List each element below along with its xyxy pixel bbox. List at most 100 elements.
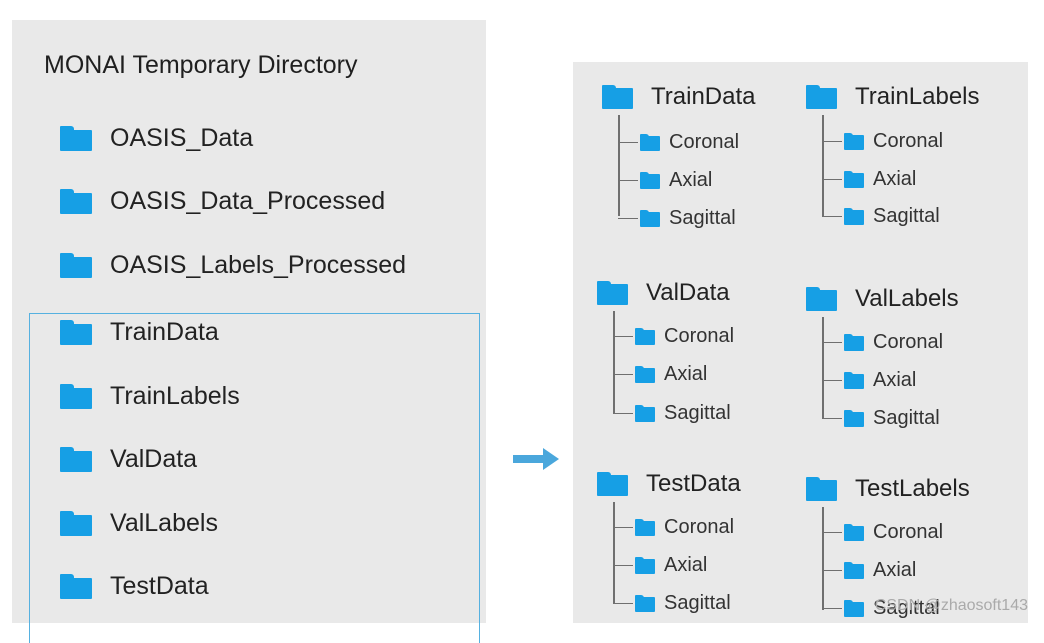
tree-subfolder-coronal[interactable]: Coronal (822, 331, 943, 354)
tree-subfolder-coronal[interactable]: Coronal (613, 516, 734, 539)
tree-subfolder-coronal[interactable]: Coronal (822, 521, 943, 544)
subfolder-tree-panel: TrainData Coronal Axial Sagittal TrainLa… (573, 62, 1028, 623)
folder-icon (640, 134, 660, 151)
folder-item-valdata[interactable]: ValData (60, 445, 197, 474)
folder-icon (597, 472, 628, 496)
tree-folder-label: TrainData (651, 83, 756, 110)
folder-icon (60, 511, 92, 536)
subfolder-label: Axial (669, 169, 713, 191)
tree-subfolder-sagittal[interactable]: Sagittal (822, 205, 940, 228)
subfolder-label: Axial (873, 369, 917, 391)
folder-icon (60, 447, 92, 472)
tree-branch-line (822, 569, 842, 572)
tree-folder-testlabels[interactable]: TestLabels (806, 475, 970, 503)
tree-connector (613, 502, 615, 603)
tree-branch-line (822, 531, 842, 534)
subfolder-label: Coronal (664, 516, 735, 538)
tree-branch-line (822, 178, 842, 181)
tree-folder-label: ValData (646, 279, 730, 306)
watermark: CSDN @zhaosoft143 (874, 597, 1028, 614)
tree-subfolder-sagittal[interactable]: Sagittal (822, 407, 940, 430)
subfolder-label: Coronal (664, 325, 735, 347)
folder-icon (806, 287, 837, 311)
folder-label: TestData (110, 572, 209, 600)
folder-item-traindata[interactable]: TrainData (60, 318, 219, 347)
tree-connector (618, 115, 620, 216)
tree-folder-traindata[interactable]: TrainData (602, 83, 755, 111)
tree-branch-line (618, 217, 638, 220)
folder-icon (60, 189, 92, 214)
folder-item-testdata[interactable]: TestData (60, 572, 209, 601)
folder-icon (635, 366, 655, 383)
tree-connector (822, 115, 824, 216)
subfolder-label: Axial (664, 363, 708, 385)
folder-icon (640, 172, 660, 189)
folder-label: OASIS_Labels_Processed (110, 251, 407, 279)
tree-branch-line (613, 373, 633, 376)
tree-subfolder-axial[interactable]: Axial (613, 363, 707, 386)
tree-branch-line (613, 335, 633, 338)
tree-folder-label: ValLabels (855, 285, 959, 312)
tree-branch-line (613, 526, 633, 529)
folder-icon (635, 595, 655, 612)
tree-branch-line (613, 412, 633, 415)
folder-icon (60, 253, 92, 278)
folder-icon (640, 210, 660, 227)
folder-label: ValLabels (110, 509, 218, 537)
tree-subfolder-axial[interactable]: Axial (618, 169, 712, 192)
tree-branch-line (822, 140, 842, 143)
tree-subfolder-sagittal[interactable]: Sagittal (613, 592, 731, 615)
folder-icon (844, 208, 864, 225)
folder-icon (635, 557, 655, 574)
folder-item-oasis-labels-processed[interactable]: OASIS_Labels_Processed (60, 251, 406, 280)
tree-subfolder-sagittal[interactable]: Sagittal (613, 402, 731, 425)
tree-subfolder-coronal[interactable]: Coronal (822, 130, 943, 153)
tree-subfolder-sagittal[interactable]: Sagittal (618, 207, 736, 230)
folder-icon (635, 328, 655, 345)
subfolder-label: Sagittal (873, 205, 940, 227)
subfolder-label: Sagittal (873, 597, 940, 619)
directory-title: MONAI Temporary Directory (44, 51, 358, 79)
tree-folder-label: TestData (646, 470, 741, 497)
tree-folder-valdata[interactable]: ValData (597, 279, 730, 307)
folder-icon (806, 477, 837, 501)
folder-icon (60, 574, 92, 599)
folder-icon (635, 405, 655, 422)
tree-folder-label: TrainLabels (855, 83, 980, 110)
tree-branch-line (613, 564, 633, 567)
tree-subfolder-sagittal[interactable]: Sagittal (822, 597, 940, 620)
folder-item-trainlabels[interactable]: TrainLabels (60, 382, 240, 411)
tree-folder-testdata[interactable]: TestData (597, 470, 741, 498)
subfolder-label: Sagittal (664, 592, 731, 614)
tree-subfolder-axial[interactable]: Axial (822, 559, 916, 582)
folder-label: OASIS_Data_Processed (110, 187, 386, 215)
subfolder-label: Sagittal (669, 207, 736, 229)
folder-icon (60, 126, 92, 151)
tree-subfolder-coronal[interactable]: Coronal (613, 325, 734, 348)
tree-subfolder-coronal[interactable]: Coronal (618, 131, 739, 154)
folder-icon (844, 171, 864, 188)
folder-icon (844, 524, 864, 541)
folder-item-vallabels[interactable]: ValLabels (60, 509, 218, 538)
tree-folder-vallabels[interactable]: ValLabels (806, 285, 959, 313)
folder-icon (60, 384, 92, 409)
tree-subfolder-axial[interactable]: Axial (822, 168, 916, 191)
tree-folder-label: TestLabels (855, 475, 970, 502)
tree-branch-line (618, 141, 638, 144)
highlighted-subfolder-box (29, 313, 480, 643)
tree-folder-trainlabels[interactable]: TrainLabels (806, 83, 980, 111)
tree-subfolder-axial[interactable]: Axial (613, 554, 707, 577)
tree-connector (613, 311, 615, 414)
subfolder-label: Axial (873, 168, 917, 190)
tree-connector (822, 507, 824, 610)
folder-icon (844, 133, 864, 150)
subfolder-label: Coronal (669, 131, 740, 153)
tree-branch-line (822, 379, 842, 382)
subfolder-label: Coronal (873, 331, 944, 353)
tree-connector (822, 317, 824, 418)
tree-subfolder-axial[interactable]: Axial (822, 369, 916, 392)
folder-item-oasis-data[interactable]: OASIS_Data (60, 124, 253, 153)
folder-icon (844, 562, 864, 579)
folder-item-oasis-data-processed[interactable]: OASIS_Data_Processed (60, 187, 385, 216)
tree-branch-line (613, 602, 633, 605)
